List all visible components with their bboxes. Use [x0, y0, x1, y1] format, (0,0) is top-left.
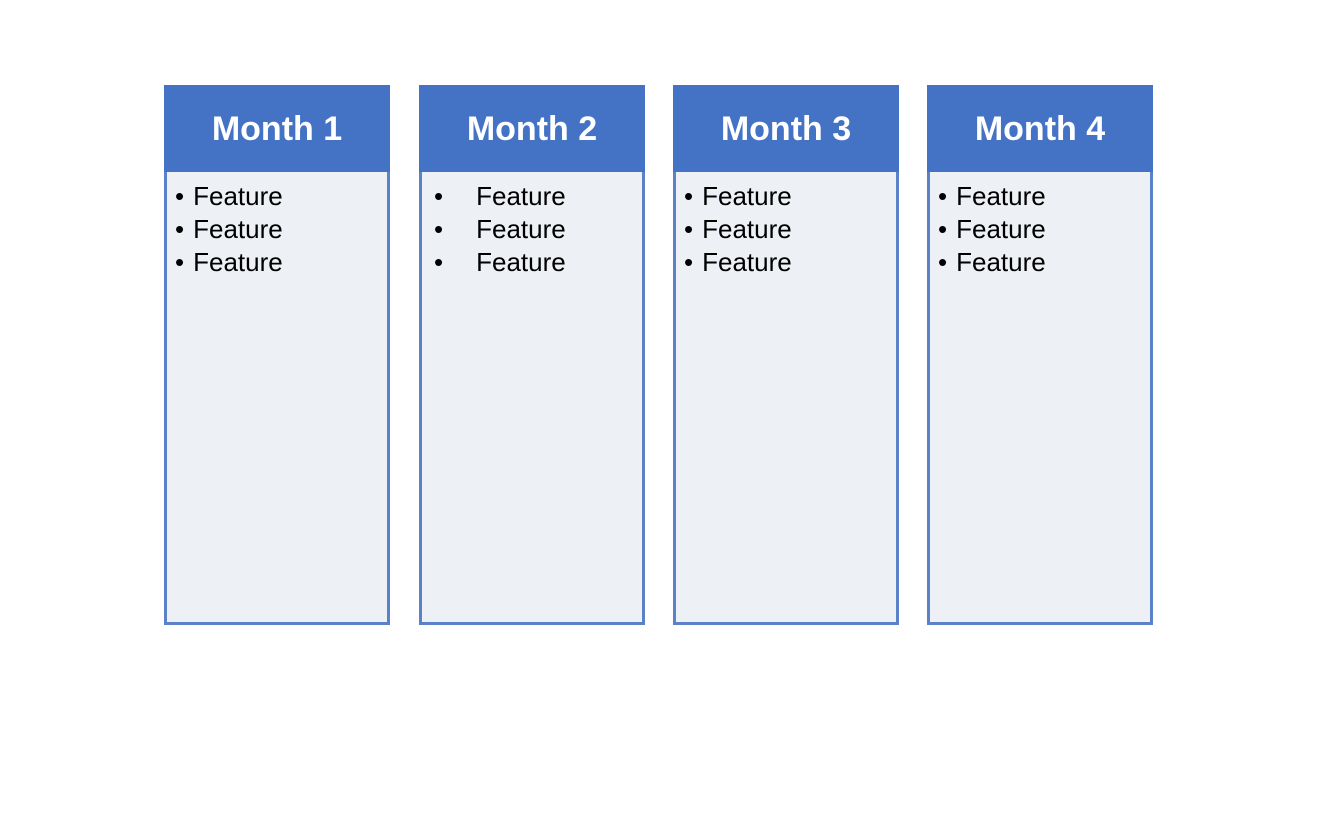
bullet-icon: • [175, 181, 185, 211]
column-title: Month 2 [466, 109, 598, 148]
bullet-icon: • [938, 247, 948, 277]
column-title: Month 3 [720, 109, 852, 148]
list-item[interactable]: • Feature [684, 180, 890, 213]
column-body-month-2: • Feature • Feature • Feature [419, 172, 645, 625]
bullet-icon: • [684, 181, 694, 211]
column-body-month-4: • Feature • Feature • Feature [927, 172, 1153, 625]
list-item[interactable]: • Feature [175, 246, 381, 279]
feature-label: Feature [476, 214, 566, 244]
feature-label: Feature [702, 247, 792, 277]
bullet-icon: • [434, 214, 444, 244]
bullet-icon: • [938, 181, 948, 211]
column-header-month-1: Month 1 [164, 85, 390, 172]
column-title: Month 1 [211, 109, 343, 148]
column-header-month-4: Month 4 [927, 85, 1153, 172]
list-item[interactable]: • Feature [938, 180, 1144, 213]
feature-list: • Feature • Feature • Feature [684, 180, 890, 279]
column-title: Month 4 [974, 109, 1106, 148]
roadmap-column-month-3[interactable]: Month 3 • Feature • Feature • Feature [673, 85, 899, 625]
column-header-month-3: Month 3 [673, 85, 899, 172]
feature-list: • Feature • Feature • Feature [175, 180, 381, 279]
feature-label: Feature [702, 214, 792, 244]
column-header-month-2: Month 2 [419, 85, 645, 172]
roadmap-column-month-1[interactable]: Month 1 • Feature • Feature • Feature [164, 85, 390, 625]
list-item[interactable]: • Feature [434, 213, 636, 246]
feature-list: • Feature • Feature • Feature [938, 180, 1144, 279]
bullet-icon: • [434, 181, 444, 211]
feature-label: Feature [956, 214, 1046, 244]
feature-list: • Feature • Feature • Feature [434, 180, 636, 279]
feature-label: Feature [476, 181, 566, 211]
list-item[interactable]: • Feature [175, 213, 381, 246]
column-body-month-3: • Feature • Feature • Feature [673, 172, 899, 625]
list-item[interactable]: • Feature [175, 180, 381, 213]
column-body-month-1: • Feature • Feature • Feature [164, 172, 390, 625]
list-item[interactable]: • Feature [938, 213, 1144, 246]
roadmap-column-month-2[interactable]: Month 2 • Feature • Feature • Feature [419, 85, 645, 625]
roadmap-column-month-4[interactable]: Month 4 • Feature • Feature • Feature [927, 85, 1153, 625]
roadmap-board: Month 1 • Feature • Feature • Feature [164, 85, 1154, 625]
list-item[interactable]: • Feature [434, 180, 636, 213]
feature-label: Feature [193, 247, 283, 277]
feature-label: Feature [476, 247, 566, 277]
bullet-icon: • [684, 247, 694, 277]
list-item[interactable]: • Feature [684, 246, 890, 279]
feature-label: Feature [956, 181, 1046, 211]
list-item[interactable]: • Feature [938, 246, 1144, 279]
feature-label: Feature [956, 247, 1046, 277]
feature-label: Feature [193, 181, 283, 211]
feature-label: Feature [702, 181, 792, 211]
list-item[interactable]: • Feature [684, 213, 890, 246]
list-item[interactable]: • Feature [434, 246, 636, 279]
bullet-icon: • [938, 214, 948, 244]
bullet-icon: • [175, 247, 185, 277]
feature-label: Feature [193, 214, 283, 244]
bullet-icon: • [434, 247, 444, 277]
bullet-icon: • [175, 214, 185, 244]
bullet-icon: • [684, 214, 694, 244]
